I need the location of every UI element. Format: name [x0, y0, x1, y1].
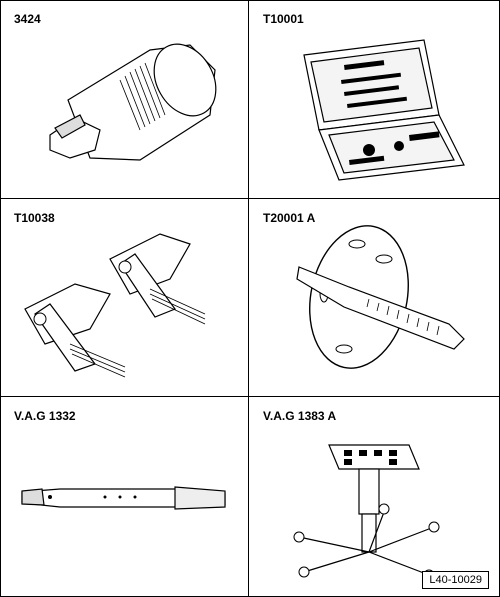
torque-wrench-icon	[21, 486, 226, 510]
tool-label: T10038	[14, 211, 55, 225]
grid-divider-vertical	[248, 0, 249, 597]
tool-label: T10001	[263, 12, 304, 26]
tool-cell-VAG-1332: V.A.G 1332	[0, 397, 248, 595]
tool-label: 3424	[14, 12, 41, 26]
transmission-jack-icon	[293, 444, 440, 581]
tool-label: T20001 A	[263, 211, 316, 225]
tool-label: V.A.G 1332	[14, 409, 76, 423]
socket-adapter-icon	[49, 43, 217, 161]
tool-cell-T10038: T10038	[0, 199, 248, 397]
figure-code: L40-10029	[422, 571, 489, 589]
tool-label: V.A.G 1383 A	[263, 409, 337, 423]
grid-divider-1	[0, 198, 500, 199]
puller-disc-icon	[296, 225, 465, 369]
tool-cell-3424: 3424	[0, 0, 248, 198]
tool-cell-VAG-1383-A: V.A.G 1383 A L40-10029	[249, 397, 497, 595]
tool-cell-T10001: T10001	[249, 0, 497, 198]
grid-divider-2	[0, 396, 500, 397]
ratchet-strap-icon	[24, 233, 206, 378]
tool-cell-T20001-A: T20001 A	[249, 199, 497, 397]
tool-case-icon	[303, 39, 465, 181]
